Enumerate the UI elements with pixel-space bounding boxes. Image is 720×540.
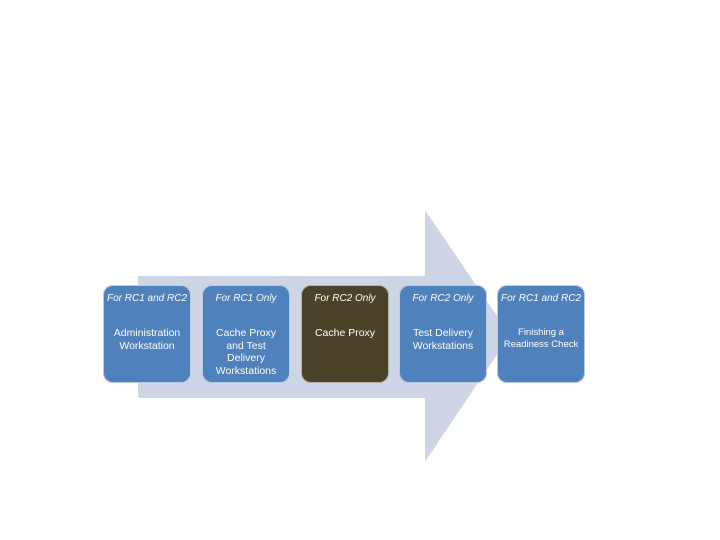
step-title: Administration Workstation (113, 327, 181, 352)
step-title: Cache Proxy (314, 327, 376, 339)
step-title: Finishing a Readiness Check (503, 327, 579, 350)
step-label: For RC2 Only (314, 293, 376, 304)
step-cache-proxy-and-test-delivery: For RC1 Only Cache Proxy and Test Delive… (202, 285, 290, 383)
step-cache-proxy: For RC2 Only Cache Proxy (301, 285, 389, 383)
step-label: For RC2 Only (412, 293, 474, 304)
step-title: Cache Proxy and Test Delivery Workstatio… (215, 327, 277, 377)
step-label: For RC1 and RC2 (106, 293, 188, 304)
step-administration-workstation: For RC1 and RC2 Administration Workstati… (103, 285, 191, 383)
step-label: For RC1 Only (215, 293, 277, 304)
step-title: Test Delivery Workstations (412, 327, 474, 352)
step-finishing-readiness-check: For RC1 and RC2 Finishing a Readiness Ch… (497, 285, 585, 383)
step-test-delivery-workstations: For RC2 Only Test Delivery Workstations (399, 285, 487, 383)
step-label: For RC1 and RC2 (500, 293, 582, 304)
